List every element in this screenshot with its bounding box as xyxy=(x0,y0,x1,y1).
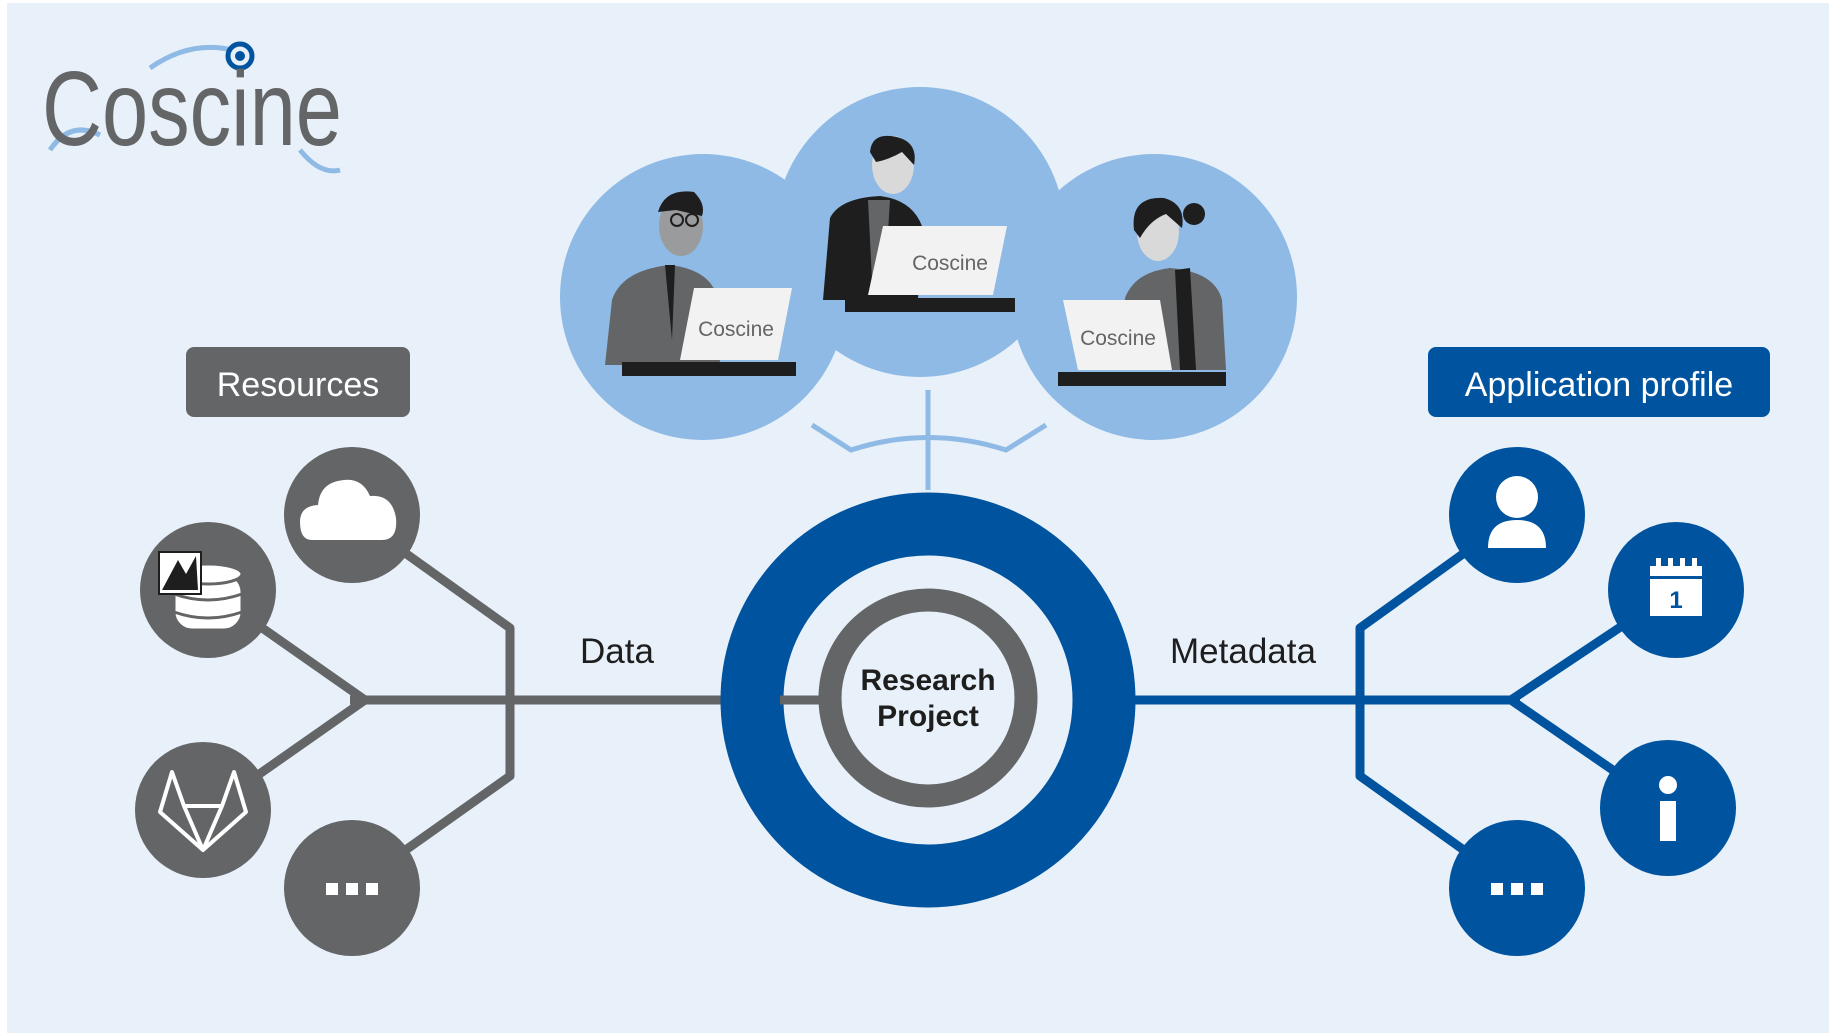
person-right-bun xyxy=(1183,203,1205,225)
nrw-badge-icon xyxy=(158,551,202,595)
person-right-strap xyxy=(1175,268,1196,370)
more-field-dot-1 xyxy=(1491,883,1503,895)
coscine-logo: Coscine xyxy=(42,41,342,174)
application-profile-icons: 1 xyxy=(1449,447,1744,956)
person-left-tie xyxy=(665,265,675,340)
database-icon-ring-1 xyxy=(173,592,243,602)
more-icon xyxy=(326,883,378,895)
laptop-left-label: Coscine xyxy=(698,318,774,341)
calendar-day: 1 xyxy=(1669,587,1682,614)
person-left-glasses-2 xyxy=(685,213,699,227)
data-label: Data xyxy=(580,632,654,671)
person-center-hair xyxy=(870,135,915,165)
logo-text: Coscine xyxy=(42,50,342,168)
database-icon-ring-2 xyxy=(173,610,243,620)
person-left-glasses xyxy=(670,213,684,227)
person-icon xyxy=(1488,476,1546,548)
team-connector xyxy=(810,390,1048,490)
laptop-center-label: Coscine xyxy=(912,252,988,275)
laptop-center xyxy=(868,226,1007,295)
branch-cloud-more xyxy=(349,511,515,892)
logo-arc-bottom-left xyxy=(47,127,102,152)
gitlab-icon xyxy=(158,770,248,852)
info-icon-dot xyxy=(1659,776,1677,794)
more-fields xyxy=(1449,820,1585,956)
hub-outer-ring xyxy=(720,492,1136,908)
metadata-label: Metadata xyxy=(1170,632,1316,671)
calendar-ring-2 xyxy=(1668,558,1673,570)
person-right-hair xyxy=(1133,197,1183,238)
branch-person-more xyxy=(1355,511,1520,892)
cloud-resource xyxy=(284,447,420,583)
more-dot-2 xyxy=(346,883,358,895)
desk-right xyxy=(1058,372,1226,386)
resources-label: Resources xyxy=(217,366,380,404)
calendar-ring-4 xyxy=(1692,558,1697,570)
application-profile-badge-bg xyxy=(1428,347,1770,417)
logo-dot xyxy=(235,51,245,61)
laptop-left xyxy=(680,288,792,360)
calendar-divider xyxy=(1650,576,1702,579)
resources-badge-bg xyxy=(186,347,410,417)
team-member-left: Coscine xyxy=(605,191,796,376)
person-left-hair xyxy=(658,191,703,216)
center-label-line2: Project xyxy=(877,700,979,733)
info-icon xyxy=(1659,776,1677,841)
more-dot-3 xyxy=(366,883,378,895)
gitlab-resource xyxy=(135,742,271,878)
desk-left xyxy=(622,362,796,376)
hub-inner-ring xyxy=(818,588,1038,808)
more-icon xyxy=(1491,883,1543,895)
research-project-hub: Research Project xyxy=(720,492,1136,908)
desk-center xyxy=(845,298,1015,312)
gitlab-resource-circle xyxy=(135,742,271,878)
laptop-right xyxy=(1063,300,1172,370)
calendar-field: 1 xyxy=(1608,522,1744,658)
more-field-dot-2 xyxy=(1511,883,1523,895)
center-label-line1: Research xyxy=(860,664,995,697)
calendar-icon: 1 xyxy=(1650,558,1702,616)
calendar-ring-1 xyxy=(1656,558,1661,570)
person-field xyxy=(1449,447,1585,583)
more-resources xyxy=(284,820,420,956)
info-icon-stem xyxy=(1660,801,1676,841)
team-member-right: Coscine xyxy=(1058,197,1226,386)
resource-icons xyxy=(135,447,420,956)
logo-arc-top xyxy=(148,44,233,71)
nrw-badge-mark xyxy=(162,556,198,590)
cloud-icon xyxy=(300,479,397,540)
database-resource xyxy=(140,522,276,658)
laptop-right-label: Coscine xyxy=(1080,327,1156,350)
resources-badge: Resources xyxy=(186,347,410,417)
team-member-center: Coscine xyxy=(823,135,1015,312)
more-dot-1 xyxy=(326,883,338,895)
person-icon-body xyxy=(1488,520,1546,548)
info-field xyxy=(1600,740,1736,876)
logo-ring xyxy=(225,41,255,71)
application-profile-badge: Application profile xyxy=(1428,347,1770,417)
hub-core xyxy=(842,612,1014,784)
calendar-icon-header xyxy=(1650,566,1702,575)
person-icon-head xyxy=(1496,476,1538,518)
more-field-dot-3 xyxy=(1531,883,1543,895)
calendar-ring-3 xyxy=(1680,558,1685,570)
logo-arc-bottom-right xyxy=(298,148,341,174)
application-profile-label: Application profile xyxy=(1465,366,1733,404)
team-cloud: Coscine Coscine Coscine xyxy=(560,87,1297,440)
